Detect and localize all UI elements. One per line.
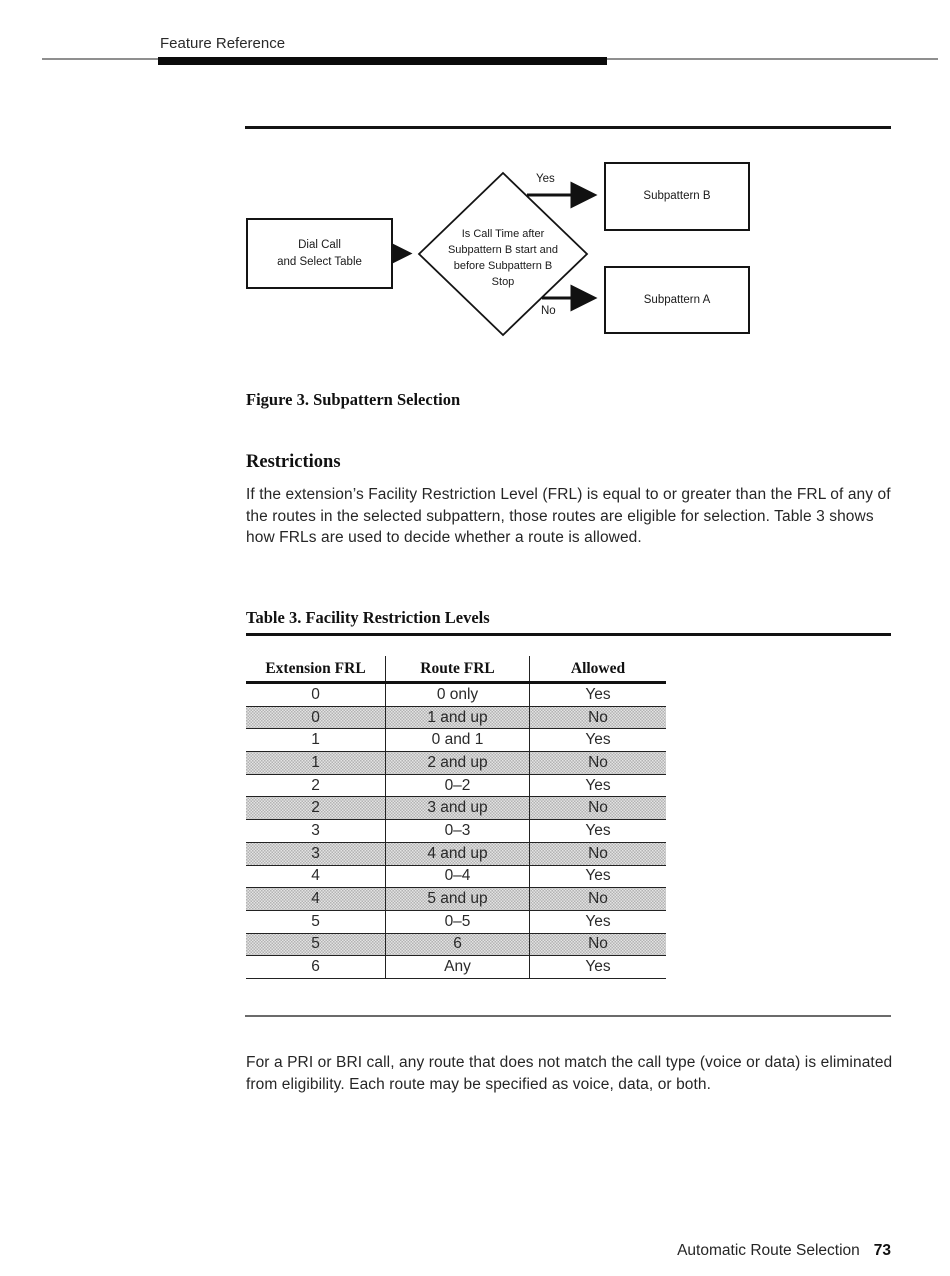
- cell-route-frl: 0–3: [385, 819, 530, 843]
- cell-allowed: No: [529, 751, 666, 775]
- subpattern-a-label: Subpattern A: [643, 293, 711, 306]
- cell-route-frl: 4 and up: [385, 841, 530, 865]
- edge-label-yes: Yes: [536, 173, 555, 185]
- cell-extension-frl: 3: [246, 819, 386, 843]
- cell-route-frl: 5 and up: [385, 887, 530, 911]
- cell-route-frl: 0–2: [385, 773, 530, 797]
- decision-line1: Is Call Time after: [461, 228, 545, 240]
- subpattern-b-label: Subpattern B: [643, 190, 711, 202]
- flow-node-dial-call: Dial Call and Select Table: [246, 218, 393, 289]
- cell-extension-frl: 2: [246, 796, 386, 820]
- cell-allowed: Yes: [529, 864, 666, 888]
- cell-extension-frl: 2: [246, 773, 386, 797]
- cell-extension-frl: 4: [246, 864, 386, 888]
- cell-allowed: Yes: [529, 728, 666, 752]
- cell-route-frl: 0–5: [385, 909, 530, 934]
- table-caption: Table 3. Facility Restriction Levels: [246, 608, 490, 627]
- cell-route-frl: 0 and 1: [385, 728, 530, 752]
- cell-route-frl: 3 and up: [385, 796, 530, 820]
- cell-allowed: No: [529, 887, 666, 911]
- cell-extension-frl: 6: [246, 955, 386, 979]
- footer-page-number: 73: [873, 1242, 891, 1259]
- cell-route-frl: 2 and up: [385, 751, 530, 775]
- closing-paragraph: For a PRI or BRI call, any route that do…: [246, 1054, 893, 1093]
- column-header-allowed: Allowed: [529, 656, 666, 684]
- cell-extension-frl: 0: [246, 682, 386, 707]
- cell-extension-frl: 1: [246, 728, 386, 752]
- decision-line4: Stop: [491, 276, 515, 288]
- section-heading-restrictions: Restrictions: [246, 452, 341, 472]
- header-black-bar: [158, 57, 607, 65]
- figure-caption: Figure 3. Subpattern Selection: [246, 390, 461, 409]
- page-footer: Automatic Route Selection 73: [246, 1242, 891, 1260]
- cell-allowed: Yes: [529, 955, 666, 979]
- flow-node-subpattern-b: Subpattern B: [604, 162, 750, 231]
- dial-call-line2: and Select Table: [277, 255, 362, 268]
- cell-allowed: No: [529, 932, 666, 956]
- cell-allowed: Yes: [529, 682, 666, 707]
- cell-extension-frl: 5: [246, 932, 386, 956]
- decision-line2: Subpattern B start and: [447, 244, 559, 256]
- cell-extension-frl: 4: [246, 887, 386, 911]
- cell-allowed: No: [529, 841, 666, 865]
- cell-extension-frl: 0: [246, 705, 386, 729]
- decision-line3: before Subpattern B: [453, 260, 553, 272]
- cell-allowed: No: [529, 705, 666, 729]
- cell-extension-frl: 3: [246, 841, 386, 865]
- cell-extension-frl: 5: [246, 909, 386, 934]
- cell-allowed: Yes: [529, 819, 666, 843]
- cell-route-frl: 1 and up: [385, 705, 530, 729]
- table-caption-rule: [246, 633, 891, 636]
- flow-node-subpattern-a: Subpattern A: [604, 266, 750, 334]
- dial-call-line1: Dial Call: [298, 238, 341, 251]
- cell-allowed: Yes: [529, 909, 666, 934]
- cell-route-frl: 0 only: [385, 682, 530, 707]
- cell-route-frl: 0–4: [385, 864, 530, 888]
- edge-label-no: No: [541, 305, 556, 317]
- cell-extension-frl: 1: [246, 751, 386, 775]
- cell-allowed: No: [529, 796, 666, 820]
- column-header-extension-frl: Extension FRL: [246, 656, 386, 684]
- flow-node-decision-text: Is Call Time after Subpattern B start an…: [418, 226, 588, 292]
- figure-top-rule: [245, 126, 891, 129]
- restrictions-paragraph: If the extension’s Facility Restriction …: [246, 486, 891, 546]
- cell-route-frl: 6: [385, 932, 530, 956]
- cell-route-frl: Any: [385, 955, 530, 979]
- column-header-route-frl: Route FRL: [385, 656, 530, 684]
- table-header-row: Extension FRL Route FRL Allowed: [246, 656, 666, 684]
- running-header-title: Feature Reference: [160, 35, 286, 52]
- footer-section-title: Automatic Route Selection: [677, 1242, 860, 1259]
- cell-allowed: Yes: [529, 773, 666, 797]
- section-divider-rule: [245, 1015, 891, 1017]
